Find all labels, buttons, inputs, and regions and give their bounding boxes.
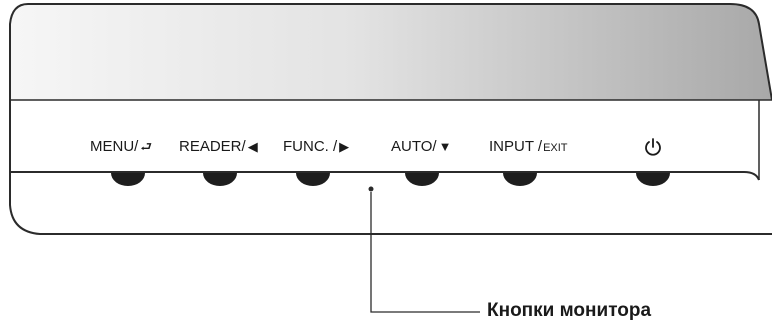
right-arrow-icon: ▶ — [339, 139, 350, 154]
exit-label-text: EXIT — [543, 142, 568, 154]
callout-dot — [368, 186, 374, 192]
monitor-bezel-top — [10, 4, 772, 100]
func-label-text: FUNC. / — [283, 138, 338, 155]
return-arrow-icon: ⮐ — [140, 139, 153, 154]
menu-label-text: MENU/ — [90, 138, 139, 155]
physical-buttons — [111, 173, 670, 186]
callout-label: Кнопки монитора — [487, 300, 652, 321]
callout-leader-line — [370, 192, 480, 313]
func-button-label: FUNC. /▶ — [283, 138, 349, 156]
reader-button-knob[interactable] — [203, 173, 237, 186]
auto-label-text: AUTO/ — [391, 138, 437, 155]
power-icon — [645, 138, 661, 156]
left-arrow-icon: ◀ — [247, 139, 258, 154]
input-button-knob[interactable] — [503, 173, 537, 186]
down-arrow-icon: ▼ — [438, 139, 452, 154]
input-label-text: INPUT / — [489, 138, 543, 155]
auto-button-knob[interactable] — [405, 173, 439, 186]
reader-label-text: READER/ — [179, 138, 246, 155]
input-button-label: INPUT /EXIT — [489, 138, 568, 157]
monitor-body-outline — [9, 3, 772, 101]
auto-button-label: AUTO/▼ — [391, 138, 451, 156]
func-button-knob[interactable] — [296, 173, 330, 186]
monitor-base-outline — [9, 172, 772, 235]
menu-button-label: MENU/⮐ — [90, 138, 152, 156]
reader-button-label: READER/◀ — [179, 138, 258, 156]
power-button-knob[interactable] — [636, 173, 670, 186]
menu-button-knob[interactable] — [111, 173, 145, 186]
button-panel-edge — [10, 171, 760, 181]
